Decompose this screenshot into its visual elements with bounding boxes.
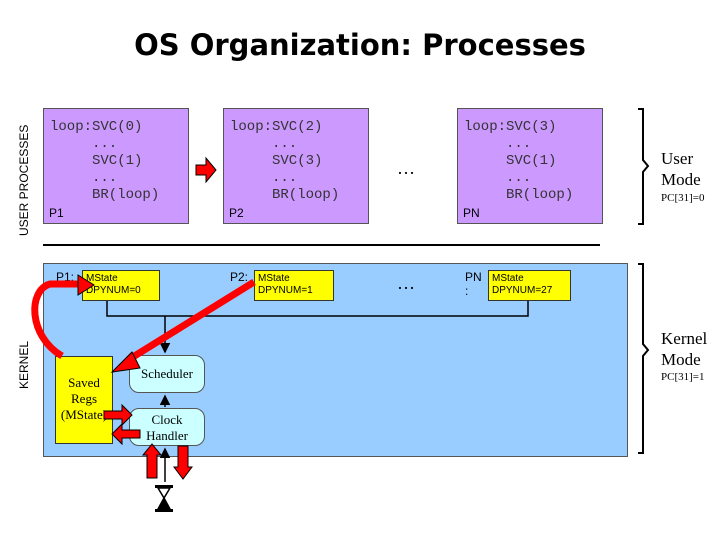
page-title: OS Organization: Processes	[134, 28, 586, 62]
kernel-mode-line2: Mode	[661, 350, 701, 369]
process-label: P2	[229, 206, 244, 220]
hourglass-icon	[155, 485, 173, 512]
user-mode-label: User Mode	[661, 148, 701, 190]
mstate-box-pn: MState DPYNUM=27	[488, 270, 571, 301]
kernel-mode-pc: PC[31]=1	[661, 371, 705, 383]
saved-regs-box: Saved Regs (MState)	[55, 356, 113, 444]
kernel-mode-brace	[638, 263, 650, 454]
user-mode-line1: User	[661, 149, 694, 168]
mstate-bracket	[106, 301, 529, 317]
process-code: loop:SVC(2) ... SVC(3) ... BR(loop)	[230, 119, 340, 203]
mstate-line: MState	[492, 273, 524, 284]
mstate-line: MState	[86, 273, 118, 284]
process-box-pn: loop:SVC(3) ... SVC(1) ... BR(loop) PN	[457, 108, 603, 224]
kernel-ellipsis: …	[397, 273, 415, 293]
dpynum-line: DPYNUM=0	[86, 285, 141, 296]
mstate-box-p1: MState DPYNUM=0	[82, 270, 160, 301]
process-code: loop:SVC(0) ... SVC(1) ... BR(loop)	[50, 119, 160, 203]
user-mode-line2: Mode	[661, 170, 701, 189]
process-box-p1: loop:SVC(0) ... SVC(1) ... BR(loop) P1	[43, 108, 189, 224]
clock-to-saved-arrow	[111, 422, 141, 446]
process-label: PN	[463, 206, 480, 220]
dpynum-line: DPYNUM=1	[258, 285, 313, 296]
user-mode-pc: PC[31]=0	[661, 192, 705, 204]
return-down-arrow	[173, 445, 193, 480]
save-diagonal-arrow	[126, 279, 256, 363]
interrupt-up-arrow	[141, 443, 163, 479]
kernel-entry-label-pn: PN :	[465, 270, 482, 298]
kernel-entry-label-p2: P2:	[230, 270, 249, 284]
scheduler-box: Scheduler	[129, 355, 205, 393]
user-mode-brace	[638, 108, 650, 225]
process-box-p2: loop:SVC(2) ... SVC(3) ... BR(loop) P2	[223, 108, 369, 224]
save-diagonal-arrowhead	[110, 351, 141, 373]
restore-curve-arrowhead	[77, 274, 95, 296]
process-switch-arrow	[195, 156, 217, 184]
process-code: loop:SVC(3) ... SVC(1) ... BR(loop)	[464, 119, 574, 203]
clock-handler-box: Clock Handler	[129, 408, 205, 446]
restore-curve-arrow	[31, 280, 82, 360]
dpynum-line: DPYNUM=27	[492, 285, 553, 296]
mstate-line: MState	[258, 273, 290, 284]
process-label: P1	[49, 206, 64, 220]
kernel-mode-label: Kernel Mode	[661, 328, 707, 370]
process-ellipsis: …	[397, 158, 415, 178]
kernel-mode-line1: Kernel	[661, 329, 708, 348]
saved-to-clock-arrow	[103, 403, 133, 427]
